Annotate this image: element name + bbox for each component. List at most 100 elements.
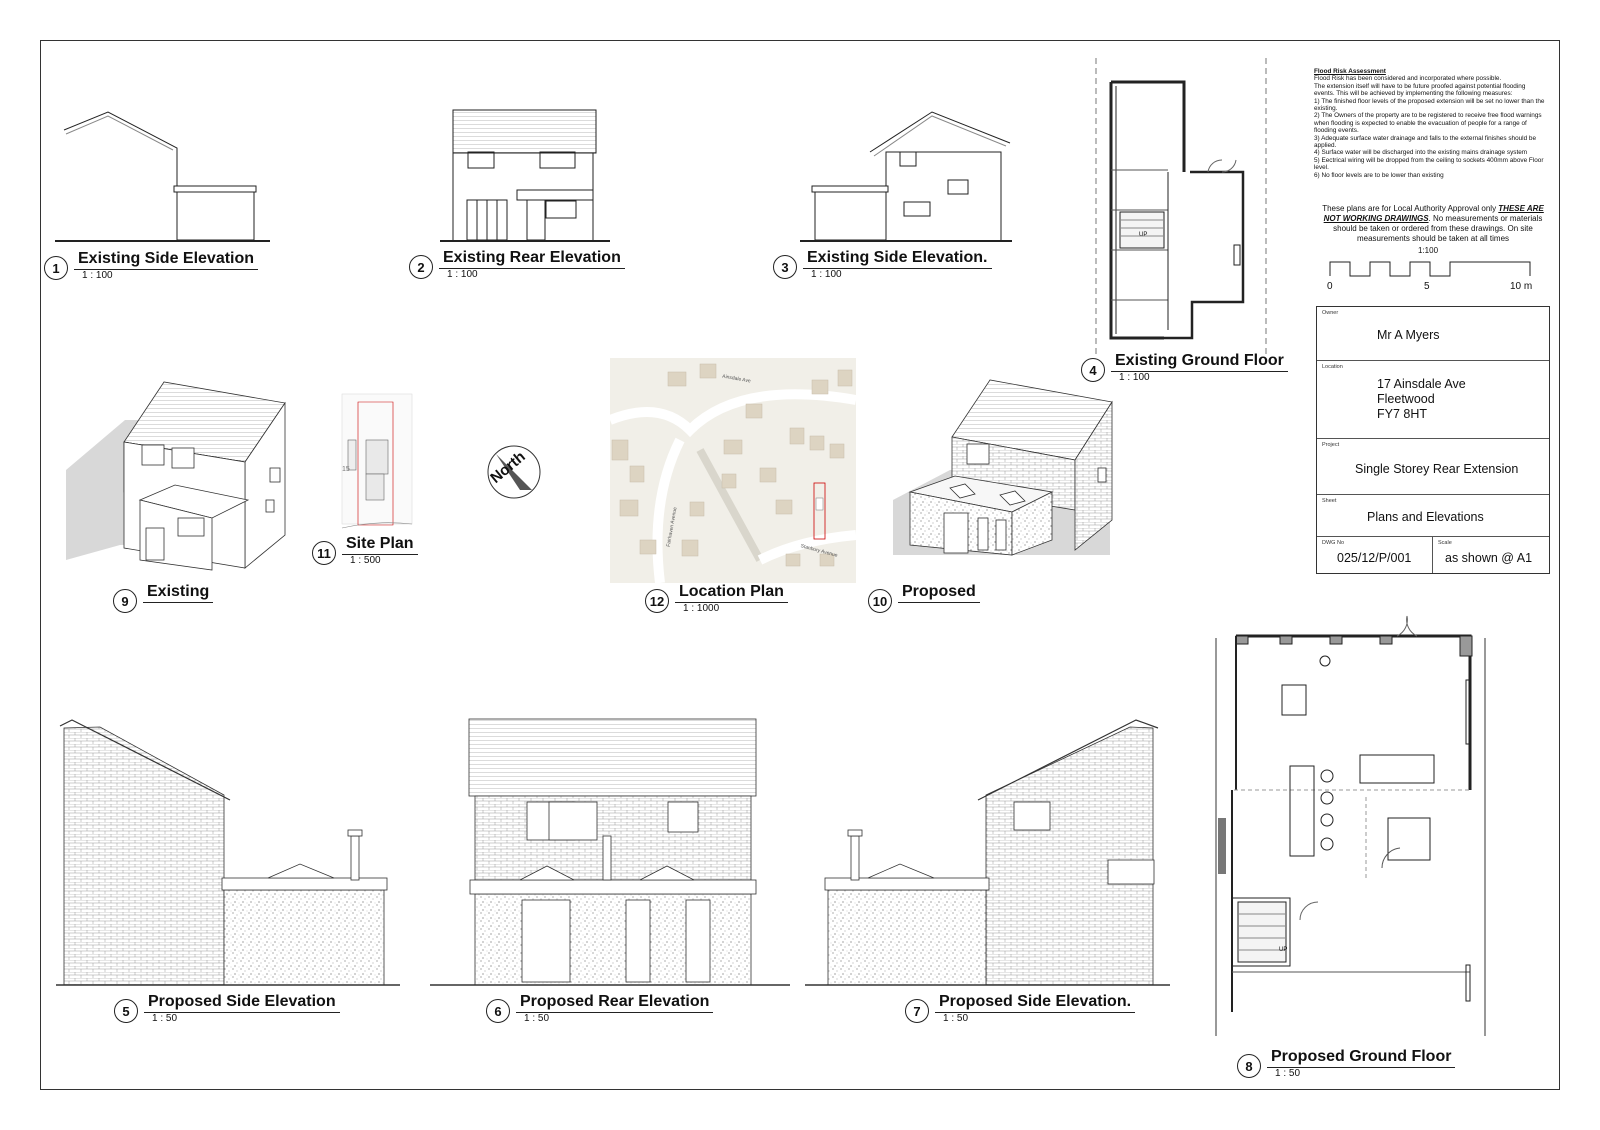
flood-line: 5) Eectrical wiring will be dropped from… bbox=[1314, 156, 1544, 172]
scale-value: as shown @ A1 bbox=[1445, 551, 1533, 565]
flood-title: Flood Risk Assessment bbox=[1314, 68, 1386, 75]
flood-line: 1) The finished floor levels of the prop… bbox=[1314, 97, 1545, 113]
owner-value: Mr A Myers bbox=[1377, 328, 1440, 342]
scalebar-label-5: 5 bbox=[1424, 281, 1430, 292]
view-scale: 1 : 50 bbox=[1275, 1068, 1301, 1079]
view-scale: 1 : 100 bbox=[1119, 372, 1150, 383]
title-block: Owner Mr A Myers Location 17 Ainsdale Av… bbox=[1316, 306, 1550, 574]
scalebar-label-10: 10 m bbox=[1510, 281, 1533, 292]
view-title-9: 9 Existing bbox=[113, 583, 214, 613]
view-scale: 1 : 100 bbox=[811, 269, 842, 280]
view-7-drawing bbox=[805, 719, 1170, 986]
view-3-drawing bbox=[800, 111, 1012, 242]
location-caption: Location bbox=[1322, 364, 1343, 370]
view-name: Location Plan bbox=[675, 583, 788, 603]
view-number: 9 bbox=[113, 589, 137, 613]
view-name: Existing Side Elevation bbox=[74, 250, 259, 270]
scalebar-title: 1:100 bbox=[1418, 246, 1439, 255]
disclaimer-pre: These plans are for Local Authority Appr… bbox=[1322, 204, 1499, 213]
view-title-7: 7 Proposed Side Elevation.1 : 50 bbox=[905, 993, 1136, 1025]
view-12-drawing bbox=[608, 358, 857, 584]
view-number: 6 bbox=[486, 999, 510, 1023]
view-number: 1 bbox=[44, 256, 68, 280]
view-number: 10 bbox=[868, 589, 892, 613]
view-title-3: 3 Existing Side Elevation.1 : 100 bbox=[773, 249, 992, 281]
flood-line: The extension itself will have to be fut… bbox=[1314, 82, 1526, 98]
flood-line: 6) No floor levels are to be lower than … bbox=[1314, 171, 1444, 179]
title-block-project: Project Single Storey Rear Extension bbox=[1317, 439, 1549, 495]
view-name: Existing Side Elevation. bbox=[803, 249, 992, 269]
view-number: 12 bbox=[645, 589, 669, 613]
flood-line: 3) Adequate surface water drainage and f… bbox=[1314, 134, 1537, 150]
flood-risk-notes: Flood Risk Assessment Flood Risk has bee… bbox=[1314, 68, 1546, 179]
stair-label-existing: UP bbox=[1139, 232, 1148, 238]
view-number: 2 bbox=[409, 255, 433, 279]
scalebar bbox=[1329, 261, 1531, 277]
project-value: Single Storey Rear Extension bbox=[1355, 462, 1519, 476]
view-6-drawing bbox=[430, 718, 790, 986]
scalebar-label-0: 0 bbox=[1327, 281, 1333, 292]
flood-line: Flood Risk has been considered and incor… bbox=[1314, 75, 1502, 83]
view-number: 5 bbox=[114, 999, 138, 1023]
address-line-1: 17 Ainsdale Ave bbox=[1377, 377, 1466, 391]
disclaimer-post: . No measurements or materials should be… bbox=[1333, 214, 1543, 243]
view-title-10: 10 Proposed bbox=[868, 583, 980, 613]
view-number: 8 bbox=[1237, 1054, 1261, 1078]
view-1-drawing bbox=[55, 111, 270, 242]
dwg-caption: DWG No bbox=[1322, 540, 1344, 546]
dwg-value: 025/12/P/001 bbox=[1337, 551, 1412, 565]
view-11-drawing bbox=[341, 393, 413, 529]
drawing-sheet-border bbox=[40, 40, 1560, 1090]
north-arrow-icon bbox=[487, 445, 541, 499]
project-caption: Project bbox=[1322, 442, 1340, 448]
view-name: Proposed Side Elevation. bbox=[935, 993, 1136, 1013]
view-number: 4 bbox=[1081, 358, 1105, 382]
view-name: Proposed Side Elevation bbox=[144, 993, 340, 1013]
view-scale: 1 : 50 bbox=[152, 1013, 178, 1024]
view-scale: 1 : 100 bbox=[82, 270, 113, 281]
view-name: Site Plan bbox=[342, 535, 418, 555]
view-scale: 1 : 500 bbox=[350, 555, 381, 566]
title-block-scale: Scale as shown @ A1 bbox=[1433, 537, 1549, 573]
flood-line: 4) Surface water will be discharged into… bbox=[1314, 149, 1528, 157]
view-4-drawing bbox=[1095, 58, 1267, 355]
disclaimer-bold: THESE ARE NOT WORKING DRAWINGS bbox=[1323, 204, 1544, 223]
view-9-drawing bbox=[66, 381, 286, 571]
view-8-drawing bbox=[1215, 615, 1486, 1036]
view-name: Existing Rear Elevation bbox=[439, 249, 625, 269]
owner-caption: Owner bbox=[1322, 310, 1339, 316]
flood-line: 2) The Owners of the property are to be … bbox=[1314, 112, 1542, 135]
view-scale: 1 : 1000 bbox=[683, 603, 720, 614]
address-line-2: Fleetwood bbox=[1377, 392, 1435, 406]
address-line-3: FY7 8HT bbox=[1377, 407, 1428, 421]
north-arrow: North bbox=[486, 444, 541, 499]
view-10-drawing bbox=[893, 379, 1113, 556]
view-name: Proposed Rear Elevation bbox=[516, 993, 714, 1013]
stair-label-proposed: UP bbox=[1279, 947, 1288, 953]
view-number: 11 bbox=[312, 541, 336, 565]
view-number: 7 bbox=[905, 999, 929, 1023]
site-plot-number: 15 bbox=[342, 466, 350, 473]
title-block-sheet: Sheet Plans and Elevations bbox=[1317, 495, 1549, 537]
title-block-location: Location 17 Ainsdale Ave Fleetwood FY7 8… bbox=[1317, 361, 1549, 439]
view-scale: 1 : 50 bbox=[943, 1013, 969, 1024]
sheet-caption: Sheet bbox=[1322, 498, 1337, 504]
view-scale: 1 : 50 bbox=[524, 1013, 550, 1024]
scale-caption: Scale bbox=[1438, 540, 1452, 546]
title-block-owner: Owner Mr A Myers bbox=[1317, 307, 1549, 361]
disclaimer-note: These plans are for Local Authority Appr… bbox=[1318, 204, 1548, 244]
view-number: 3 bbox=[773, 255, 797, 279]
sheet-value: Plans and Elevations bbox=[1367, 510, 1484, 524]
view-name: Proposed Ground Floor bbox=[1267, 1048, 1456, 1068]
view-scale: 1 : 100 bbox=[447, 269, 478, 280]
view-2-drawing bbox=[440, 109, 610, 242]
view-5-drawing bbox=[56, 719, 400, 986]
view-name: Existing bbox=[143, 583, 214, 603]
